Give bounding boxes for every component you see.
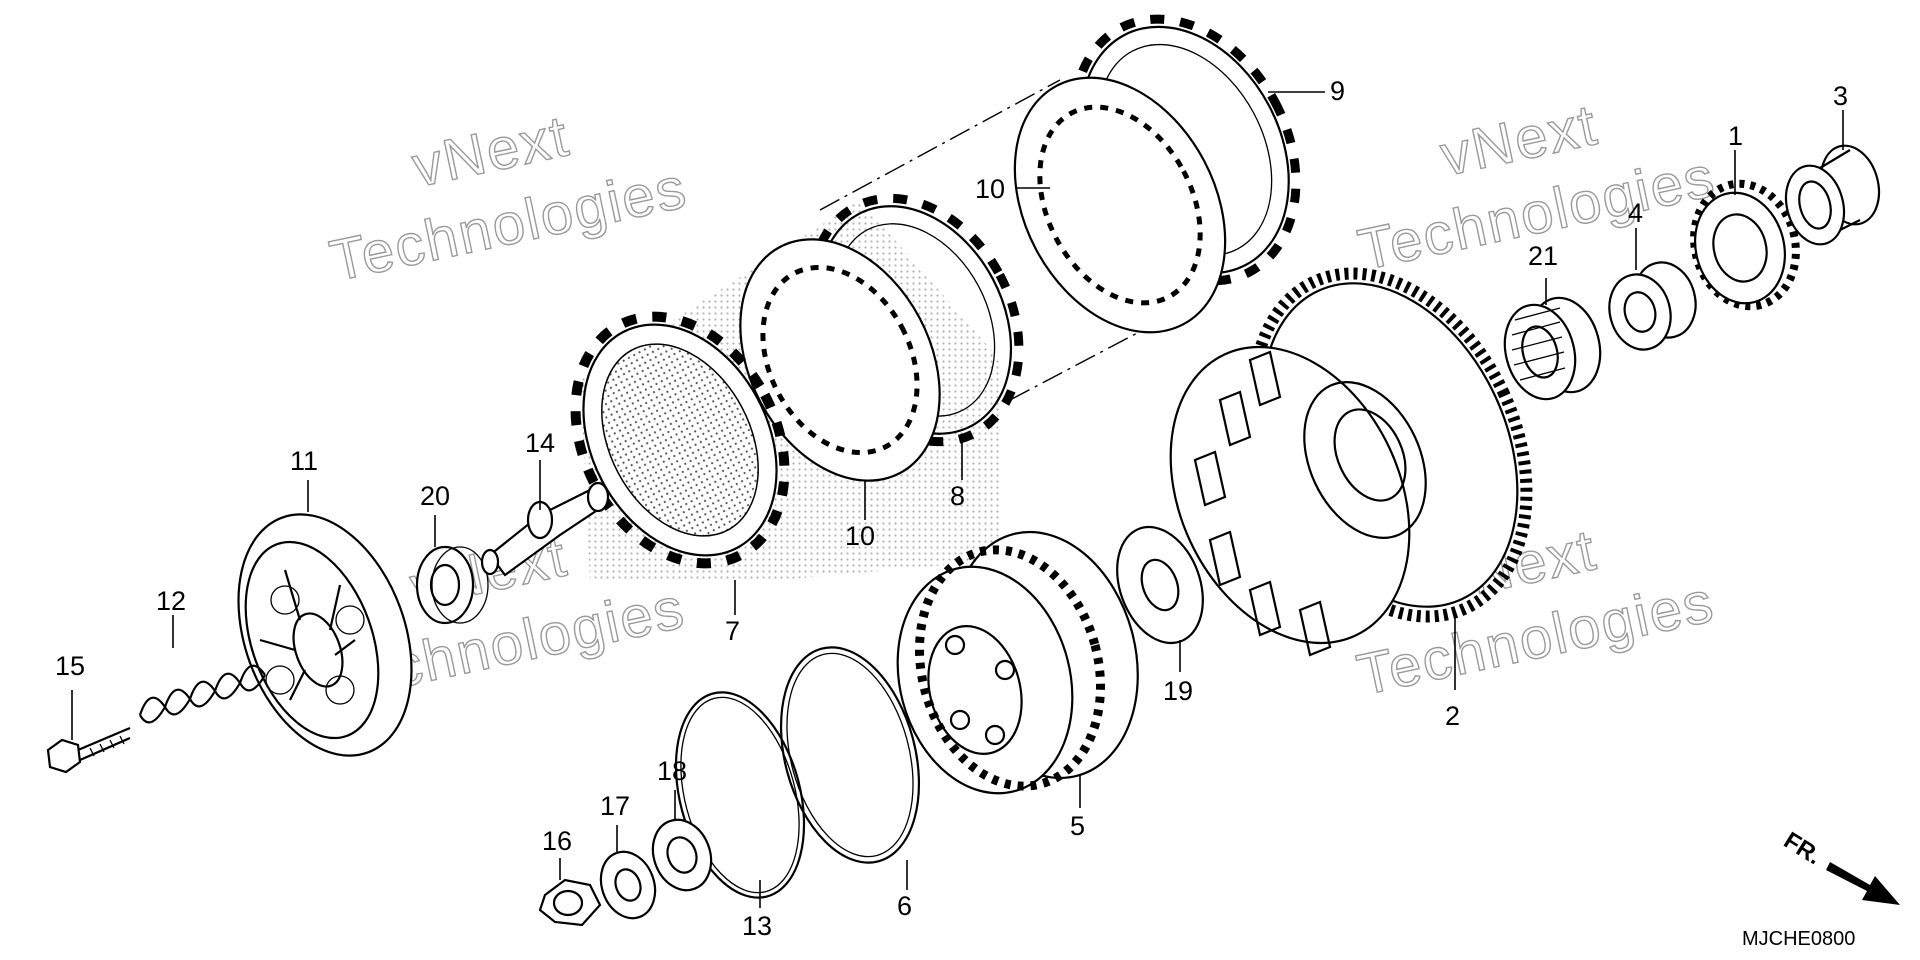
- callout-10-upper: 10: [975, 174, 1005, 204]
- callout-19: 19: [1163, 676, 1193, 706]
- callout-18: 18: [657, 756, 687, 786]
- part-12-clutch-spring: [138, 664, 266, 724]
- callout-3: 3: [1833, 81, 1848, 111]
- callout-2: 2: [1445, 701, 1460, 731]
- part-19-thrust-washer: [1116, 525, 1204, 645]
- callout-5: 5: [1070, 811, 1085, 841]
- callout-8: 8: [950, 481, 965, 511]
- part-1-drive-sprocket: [1690, 179, 1800, 311]
- callout-15: 15: [55, 651, 85, 681]
- part-13-wire-ring: [674, 691, 806, 899]
- callout-4: 4: [1628, 198, 1643, 228]
- leader-lines: [71, 91, 1844, 908]
- callout-11: 11: [290, 446, 318, 476]
- callout-9: 9: [1330, 76, 1345, 106]
- part-11-pressure-plate: [237, 513, 413, 757]
- callout-14: 14: [525, 428, 555, 458]
- callout-12: 12: [156, 586, 186, 616]
- part-5-clutch-center: [896, 530, 1139, 795]
- part-4-collar: [1608, 261, 1697, 351]
- diagram-code: MJCHE0800: [1742, 928, 1855, 950]
- callout-13: 13: [742, 911, 772, 941]
- callout-17: 17: [600, 791, 630, 821]
- part-18-washer: [651, 818, 713, 892]
- front-marker-label: FR.: [1779, 827, 1826, 870]
- part-10-steel-plate-upper: [1013, 76, 1227, 334]
- part-3-bushing: [1784, 144, 1881, 246]
- part-14-lifter-rod: [480, 481, 610, 577]
- part-2-clutch-outer: [1169, 267, 1533, 657]
- callout-1: 1: [1728, 121, 1743, 151]
- part-17-washer: [599, 850, 657, 920]
- part-20-bearing: [415, 545, 489, 625]
- callout-6: 6: [897, 891, 912, 921]
- callout-20: 20: [420, 481, 450, 511]
- front-direction-marker: FR.: [1779, 827, 1900, 905]
- callout-7: 7: [725, 616, 740, 646]
- callout-10-lower: 10: [845, 521, 875, 551]
- callout-labels: 9 10 3 1 4 21 11 20 14 12 15 7 8 10 19 2…: [55, 76, 1848, 941]
- part-21-needle-bearing: [1503, 296, 1602, 401]
- callout-21: 21: [1528, 241, 1558, 271]
- front-arrow-icon: [1826, 862, 1900, 905]
- part-15-bolt: [46, 726, 131, 774]
- part-16-lock-nut: [538, 878, 602, 927]
- watermark-top-left: vNext Technologies: [324, 103, 694, 295]
- callout-16: 16: [542, 826, 572, 856]
- part-6-judder-spring: [779, 646, 921, 864]
